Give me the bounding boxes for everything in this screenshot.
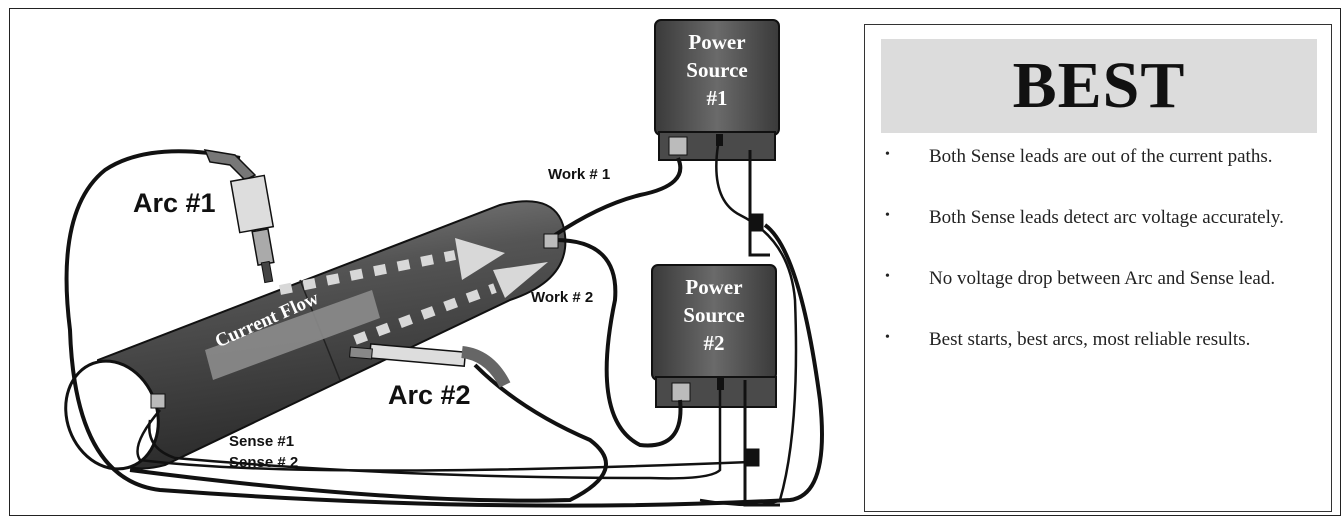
best-header: BEST: [881, 39, 1317, 133]
arc-1-cable: [64, 149, 824, 508]
power-source-1-line2: Source: [686, 58, 748, 82]
bullet-icon: •: [885, 208, 890, 223]
sense-clamp: [150, 393, 166, 409]
work-2-label: Work # 2: [531, 289, 594, 306]
torch-1: [203, 149, 275, 284]
arc-2-cable: [129, 363, 608, 503]
welding-diagram: Arc #1 Arc #2 Work # 1 Work # 2 Sense #1…: [64, 19, 824, 508]
bullet-text: Both Sense leads are out of the current …: [929, 146, 1273, 167]
cables: [64, 149, 824, 508]
work-2-cable: [554, 238, 683, 448]
power-source-1-line1: Power: [688, 30, 746, 54]
power-source-1-line3: #1: [706, 86, 728, 110]
bullet-text: No voltage drop between Arc and Sense le…: [929, 268, 1276, 289]
current-flow-band: [205, 290, 380, 380]
best-title: BEST: [1012, 49, 1186, 122]
sense-1-label: Sense #1: [229, 433, 295, 450]
sense-leads: [136, 144, 798, 507]
best-panel: BEST • Both Sense leads are out of the c…: [864, 24, 1332, 512]
power-source-2-line1: Power: [685, 275, 743, 299]
work-1-label: Work # 1: [548, 166, 611, 183]
work-clamp: [543, 233, 559, 249]
bullet-text: Best starts, best arcs, most reliable re…: [929, 329, 1251, 350]
power-source-2: [651, 264, 777, 408]
power-source-1: [654, 19, 780, 161]
benefits-list: • Both Sense leads are out of the curren…: [881, 145, 1321, 389]
power-source-1-label: Power Source #1: [655, 28, 779, 112]
power-source-2-line3: #2: [703, 331, 725, 355]
list-item: • Best starts, best arcs, most reliable …: [881, 328, 1321, 352]
sense-brackets: [743, 150, 780, 507]
power-source-2-label: Power Source #2: [652, 273, 776, 357]
bullet-text: Both Sense leads detect arc voltage accu…: [929, 207, 1284, 228]
torch-2: [349, 343, 511, 388]
arc-2-label: Arc #2: [388, 380, 471, 410]
sense-2-lead: [148, 390, 722, 480]
bullet-icon: •: [885, 330, 890, 345]
sense-2-label: Sense # 2: [229, 454, 299, 471]
power-source-2-line2: Source: [683, 303, 745, 327]
bullet-icon: •: [885, 147, 890, 162]
figure-frame: [9, 8, 1341, 516]
diagram-canvas: [64, 19, 824, 508]
sense-1-lead: [699, 144, 798, 507]
list-item: • Both Sense leads are out of the curren…: [881, 145, 1321, 169]
bullet-icon: •: [885, 269, 890, 284]
current-flow-arrows: [279, 238, 548, 345]
work-1-cable: [553, 157, 683, 237]
list-item: • No voltage drop between Arc and Sense …: [881, 267, 1321, 291]
arc-1-label: Arc #1: [133, 188, 216, 218]
list-item: • Both Sense leads detect arc voltage ac…: [881, 206, 1321, 230]
